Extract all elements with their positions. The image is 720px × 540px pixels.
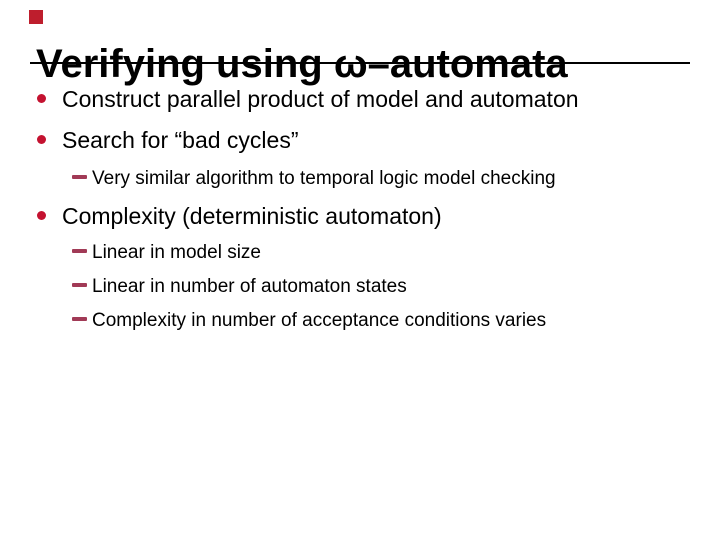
list-item-text: Construct parallel product of model and … xyxy=(62,86,579,112)
list-item-text: Very similar algorithm to temporal logic… xyxy=(92,168,556,189)
bullet-dot-icon xyxy=(37,211,46,220)
dash-bullet-icon xyxy=(72,317,87,321)
list-item: Search for “bad cycles” xyxy=(37,126,298,154)
list-item: Complexity (deterministic automaton) xyxy=(37,202,442,230)
list-item-text: Search for “bad cycles” xyxy=(62,127,299,153)
list-item: Construct parallel product of model and … xyxy=(37,85,579,113)
dash-bullet-icon xyxy=(72,249,87,253)
bullet-dot-icon xyxy=(37,94,46,103)
dash-bullet-icon xyxy=(72,283,87,287)
corner-square-marker xyxy=(29,10,43,24)
sub-list-item: Very similar algorithm to temporal logic… xyxy=(72,167,556,191)
bullet-dot-icon xyxy=(37,135,46,144)
sub-list-item: Linear in model size xyxy=(72,241,261,265)
list-item-text: Complexity (deterministic automaton) xyxy=(62,203,442,229)
list-item-text: Linear in number of automaton states xyxy=(92,276,407,297)
dash-bullet-icon xyxy=(72,175,87,179)
list-item-text: Complexity in number of acceptance condi… xyxy=(92,310,547,331)
list-item-text: Linear in model size xyxy=(92,242,261,263)
sub-list-item: Linear in number of automaton states xyxy=(72,275,407,299)
sub-list-item: Complexity in number of acceptance condi… xyxy=(72,309,546,333)
title-underline-rule xyxy=(30,62,690,64)
